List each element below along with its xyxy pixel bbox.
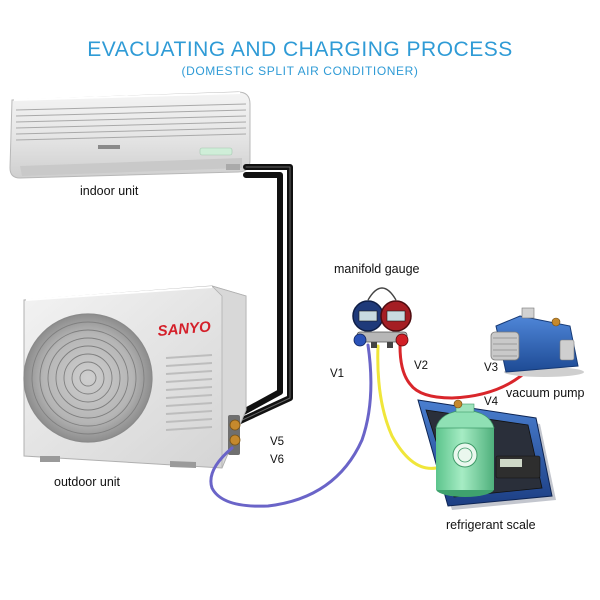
vacuum-pump [491, 308, 584, 377]
service-valve-v6 [230, 435, 240, 445]
label-v1: V1 [330, 368, 344, 380]
label-manifold-gauge: manifold gauge [334, 262, 419, 276]
label-v5: V5 [270, 436, 284, 448]
label-v2: V2 [414, 360, 428, 372]
label-indoor-unit: indoor unit [80, 184, 138, 198]
valve-v4 [454, 400, 462, 408]
label-outdoor-unit: outdoor unit [54, 475, 120, 489]
label-vacuum-pump: vacuum pump [506, 386, 585, 400]
indoor-unit [10, 92, 250, 178]
manifold-gauge [353, 288, 411, 348]
valve-v1-knob [354, 334, 366, 346]
outdoor-unit: SANYO [24, 286, 246, 468]
label-v6: V6 [270, 454, 284, 466]
label-v4: V4 [484, 396, 498, 408]
label-refrigerant-scale: refrigerant scale [446, 518, 536, 532]
valve-v3 [552, 318, 560, 326]
service-valve-v5 [230, 420, 240, 430]
label-v3: V3 [484, 362, 498, 374]
valve-v2-knob [396, 334, 408, 346]
